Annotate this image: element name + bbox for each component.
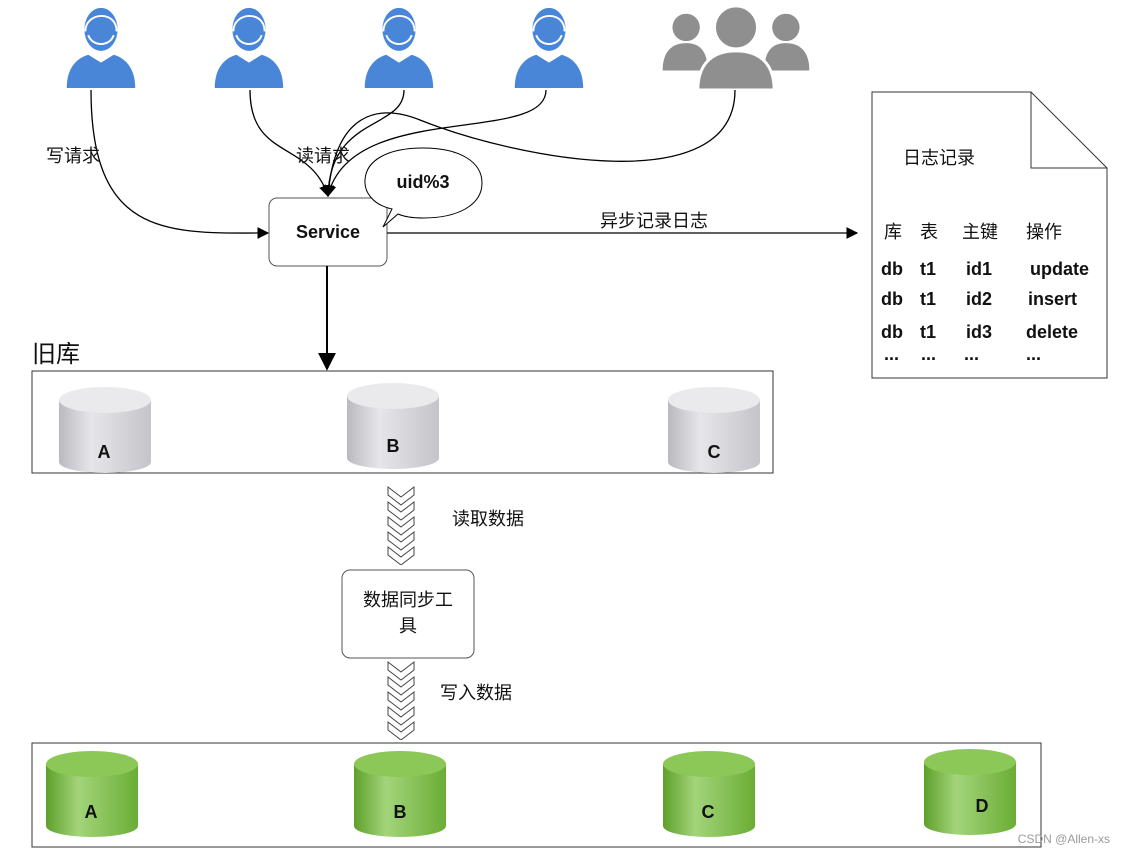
- db-label: D: [976, 796, 989, 816]
- log-cell: t1: [920, 259, 936, 279]
- log-header-cell: 主键: [962, 222, 998, 243]
- new-db-cylinder: D: [924, 749, 1016, 835]
- uid-callout: [364, 147, 483, 228]
- user-icon: [513, 6, 585, 90]
- db-label: C: [702, 802, 715, 822]
- write-request-arrow: [90, 89, 270, 239]
- log-header-cell: 表: [920, 222, 938, 243]
- read-data-label: 读取数据: [452, 509, 524, 530]
- old-db-cylinder: C: [668, 387, 760, 473]
- callout-label: uid%3: [396, 172, 449, 192]
- new-db-container: [31, 742, 1042, 848]
- log-cell: ...: [921, 344, 936, 364]
- db-label: B: [387, 436, 400, 456]
- log-cell: t1: [920, 322, 936, 342]
- log-cell: ...: [964, 344, 979, 364]
- sync-tool-label-line1: 数据同步工: [363, 590, 453, 611]
- read-request-arrow-4: [323, 89, 736, 198]
- log-row: db t1 id2 insert: [881, 289, 1077, 309]
- log-table-header: 库 表 主键 操作: [884, 222, 1062, 243]
- user-icon: [65, 6, 137, 90]
- new-db-cylinder: B: [354, 751, 446, 837]
- read-request-arrow-1: [249, 89, 331, 198]
- log-row: db t1 id1 update: [881, 259, 1089, 279]
- user-icon: [363, 6, 435, 90]
- log-cell: db: [881, 259, 903, 279]
- write-data-flow-icon: [387, 661, 415, 740]
- sync-tool-label-line2: 具: [399, 616, 417, 637]
- watermark: CSDN @Allen-xs: [1018, 832, 1110, 846]
- log-cell: update: [1030, 259, 1089, 279]
- async-log-label: 异步记录日志: [600, 211, 708, 232]
- user-group-icon: [662, 4, 810, 90]
- write-data-label: 写入数据: [440, 683, 512, 704]
- log-cell: db: [881, 322, 903, 342]
- log-cell: id1: [966, 259, 992, 279]
- log-header-cell: 库: [884, 222, 902, 243]
- new-db-cylinder: C: [663, 751, 755, 837]
- log-document: 日志记录 库 表 主键 操作 db t1 id1 update db t1 id…: [871, 91, 1108, 379]
- read-data-flow-icon: [387, 486, 415, 565]
- user-icon: [213, 6, 285, 90]
- read-request-arrow-3: [324, 89, 547, 198]
- log-title: 日志记录: [903, 148, 975, 169]
- log-cell: insert: [1028, 289, 1077, 309]
- log-cell: db: [881, 289, 903, 309]
- log-cell: delete: [1026, 322, 1078, 342]
- db-label: C: [708, 442, 721, 462]
- db-label: A: [98, 442, 111, 462]
- db-label: B: [394, 802, 407, 822]
- old-db-cylinder: B: [347, 383, 439, 469]
- log-cell: ...: [1026, 344, 1041, 364]
- db-label: A: [85, 802, 98, 822]
- log-cell: id2: [966, 289, 992, 309]
- old-db-cylinder: A: [59, 387, 151, 473]
- log-row: ... ... ... ...: [884, 344, 1041, 364]
- log-cell: t1: [920, 289, 936, 309]
- sync-tool-box: [341, 569, 475, 659]
- new-db-cylinder: A: [46, 751, 138, 837]
- log-cell: ...: [884, 344, 899, 364]
- log-cell: id3: [966, 322, 992, 342]
- log-header-cell: 操作: [1026, 222, 1062, 243]
- log-row: db t1 id3 delete: [881, 322, 1078, 342]
- write-request-label: 写请求: [46, 146, 100, 167]
- service-label: Service: [296, 222, 360, 242]
- old-db-title: 旧库: [32, 340, 80, 368]
- read-request-label: 读请求: [296, 146, 350, 167]
